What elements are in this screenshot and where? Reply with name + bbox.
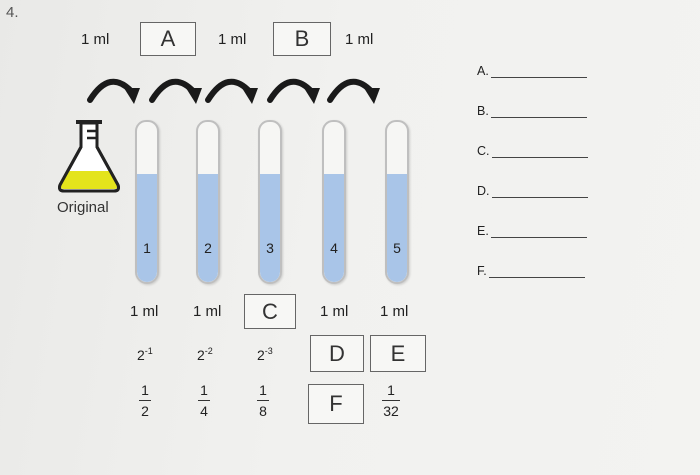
answer-line: [491, 145, 588, 158]
tube-number: 1: [143, 240, 151, 256]
volume-label: 1 ml: [218, 31, 247, 48]
arrow-icon: [327, 78, 375, 103]
answer-blank-b[interactable]: B.: [477, 104, 587, 118]
answer-line: [488, 265, 585, 278]
volume-label: 1 ml: [130, 303, 159, 320]
exponent-power: -2: [204, 346, 213, 356]
box-b: B: [273, 22, 331, 56]
box-e: E: [370, 335, 426, 372]
exponent-base: 2: [257, 347, 265, 363]
fraction-numerator: 1: [200, 382, 208, 398]
dilution-fraction: 1 32: [379, 382, 403, 419]
tube-number: 2: [204, 240, 212, 256]
flask-icon: [58, 120, 120, 193]
dilution-fraction: 1 8: [251, 382, 275, 419]
answer-label: D.: [477, 184, 490, 198]
tube-liquid: [198, 174, 218, 282]
tube-liquid: [324, 174, 344, 282]
answer-label: C.: [477, 144, 490, 158]
fraction-denominator: 2: [141, 403, 149, 420]
exponent-power: -1: [144, 346, 153, 356]
tube-liquid: [260, 174, 280, 282]
test-tube: 3: [258, 120, 282, 284]
exponent-base: 2: [137, 347, 145, 363]
arrow-icon: [267, 78, 315, 103]
answer-label: B.: [477, 104, 489, 118]
answer-blank-d[interactable]: D.: [477, 184, 588, 198]
tube-number: 5: [393, 240, 401, 256]
answer-label: A.: [477, 64, 489, 78]
fraction-denominator: 32: [383, 403, 399, 420]
arrowhead-icon: [304, 88, 320, 104]
volume-label: 1 ml: [320, 303, 349, 320]
volume-label: 1 ml: [380, 303, 409, 320]
arrow-icon: [87, 78, 135, 103]
dilution-exponent: 2-1: [137, 346, 153, 363]
exponent-power: -3: [264, 346, 273, 356]
box-a: A: [140, 22, 196, 56]
arrowhead-icon: [242, 88, 258, 104]
tube-number: 3: [266, 240, 274, 256]
test-tube: 4: [322, 120, 346, 284]
tube-liquid: [387, 174, 407, 282]
fraction-numerator: 1: [259, 382, 267, 398]
arrowhead-icon: [124, 88, 140, 104]
answer-blank-f[interactable]: F.: [477, 264, 585, 278]
fraction-bar: [257, 400, 269, 402]
dilution-fraction: 1 2: [133, 382, 157, 419]
test-tube: 5: [385, 120, 409, 284]
volume-label: 1 ml: [345, 31, 374, 48]
fraction-bar: [139, 400, 151, 402]
answer-line: [490, 65, 587, 78]
dilution-exponent: 2-2: [197, 346, 213, 363]
test-tube: 2: [196, 120, 220, 284]
answer-label: E.: [477, 224, 489, 238]
answer-line: [490, 105, 587, 118]
box-f: F: [308, 384, 364, 424]
dilution-exponent: 2-3: [257, 346, 273, 363]
fraction-numerator: 1: [141, 382, 149, 398]
fraction-bar: [198, 400, 210, 402]
exponent-base: 2: [197, 347, 205, 363]
answer-blank-e[interactable]: E.: [477, 224, 587, 238]
dilution-fraction: 1 4: [192, 382, 216, 419]
box-d: D: [310, 335, 364, 372]
answer-line: [490, 225, 587, 238]
answer-blank-a[interactable]: A.: [477, 64, 587, 78]
fraction-denominator: 4: [200, 403, 208, 420]
transfer-arrows: [87, 78, 380, 104]
question-number: 4.: [6, 4, 19, 21]
volume-label: 1 ml: [193, 303, 222, 320]
fraction-denominator: 8: [259, 403, 267, 420]
fraction-numerator: 1: [387, 382, 395, 398]
flask-label: Original: [57, 199, 109, 216]
tube-liquid: [137, 174, 157, 282]
tube-number: 4: [330, 240, 338, 256]
fraction-bar: [382, 400, 400, 402]
answer-line: [491, 185, 588, 198]
answer-blank-c[interactable]: C.: [477, 144, 588, 158]
arrowhead-icon: [364, 88, 380, 104]
box-c: C: [244, 294, 296, 329]
arrowhead-icon: [186, 88, 202, 104]
arrow-icon: [149, 78, 197, 103]
volume-label: 1 ml: [81, 31, 110, 48]
arrow-icon: [205, 78, 253, 103]
test-tube: 1: [135, 120, 159, 284]
answer-label: F.: [477, 264, 487, 278]
